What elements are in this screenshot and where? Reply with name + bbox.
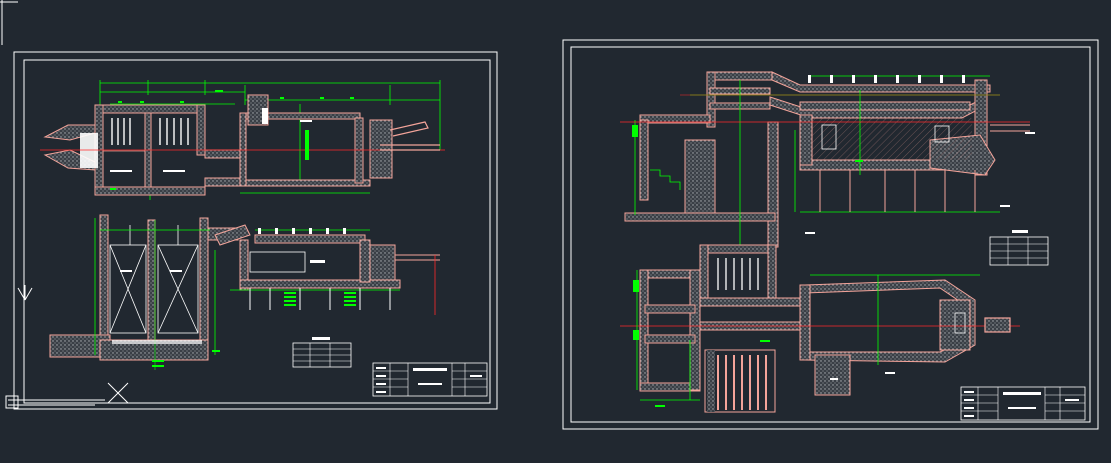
sheet-2[interactable] — [562, 39, 1099, 430]
plan-outlet-pipe — [380, 121, 440, 151]
elevation-tank-interior — [812, 118, 972, 160]
sheet-2-title-block[interactable] — [960, 386, 1086, 421]
section-outlet-pipe — [395, 254, 440, 261]
sheet-1-legend-table[interactable] — [292, 337, 352, 368]
sheet-1-title-block[interactable] — [372, 362, 488, 397]
elevation-outlet — [990, 124, 1030, 132]
sheet-2-outer-frame — [562, 39, 1099, 430]
section-pillars — [249, 288, 391, 310]
plan-dimensions — [99, 80, 441, 200]
plan2-labels — [830, 312, 966, 380]
section-cross-bracing — [109, 225, 199, 334]
stray-geometry — [0, 0, 18, 45]
elevation-stair — [650, 169, 681, 190]
sheet-2-plan-view[interactable] — [620, 244, 1020, 413]
sheet-2-legend-table[interactable] — [989, 230, 1049, 266]
plan-dim-ticks — [110, 90, 354, 190]
elevation-top-risers — [808, 75, 965, 83]
sheet-1[interactable] — [5, 51, 498, 410]
elevation-pillars — [819, 170, 976, 212]
plan2-outlet — [984, 317, 1011, 333]
section-walls — [49, 214, 401, 361]
elevation-baffles — [821, 124, 950, 150]
cursor-crosshair-icon — [5, 382, 129, 409]
sheet-2-elevation-view[interactable] — [620, 71, 1035, 248]
sheet-1-outer-frame — [13, 51, 498, 410]
plan-walls — [94, 94, 393, 196]
section-top-markers — [258, 228, 346, 234]
plan2-filter-slots — [717, 258, 759, 290]
sheet-1-inner-frame — [23, 59, 491, 404]
elevation-walls — [624, 71, 996, 248]
plan2-dim-marks — [633, 280, 770, 407]
plan2-lower-beds — [717, 355, 767, 410]
elevation-dim-marks — [632, 125, 863, 162]
ucs-axis-icon — [17, 285, 33, 301]
plan-text-marks — [110, 108, 312, 172]
elevation-labels — [805, 132, 1035, 234]
sheet-1-plan-view[interactable] — [40, 80, 445, 200]
section-green-labels — [152, 292, 356, 367]
sheet-2-inner-frame — [570, 46, 1091, 423]
plan-filter-slots — [111, 118, 189, 145]
sheet-1-section-view[interactable] — [49, 214, 440, 370]
section-white-blocks — [112, 251, 325, 344]
